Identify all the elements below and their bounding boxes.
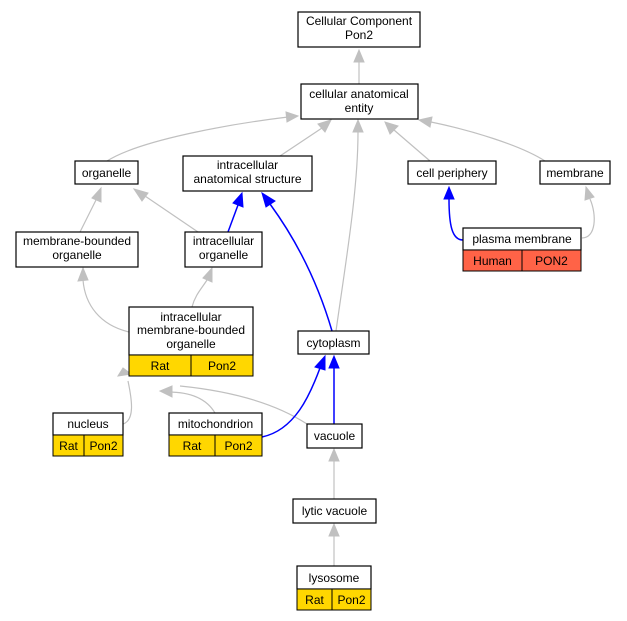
- edge-membrane-to-entity: [430, 121, 546, 162]
- node-intracellular-organelle[interactable]: intracellular organelle: [184, 231, 263, 268]
- arrowhead-icon: [261, 191, 276, 208]
- edge-imbo-to-io: [191, 279, 208, 308]
- edge-mbo-to-organelle: [79, 199, 97, 233]
- node-label: mitochondrion: [178, 417, 253, 431]
- arrowhead-icon: [116, 367, 133, 377]
- gene-label: Pon2: [208, 359, 236, 373]
- edge-pm-to-membrane: [581, 198, 595, 239]
- node-lysosome[interactable]: lysosome Rat Pon2: [296, 565, 372, 611]
- edge-io-to-organelle: [144, 195, 199, 233]
- species-label: Human: [473, 254, 512, 268]
- gene-cell: [214, 434, 263, 457]
- node-label: organelle: [166, 337, 216, 351]
- edge-organelle-to-entity: [106, 116, 289, 162]
- node-plasma-membrane[interactable]: plasma membrane Human PON2: [462, 227, 582, 272]
- node-cytoplasm[interactable]: cytoplasm: [297, 330, 370, 355]
- node-label: intracellular: [217, 158, 278, 172]
- gene-cell: [83, 434, 124, 457]
- node-label: Pon2: [345, 28, 373, 42]
- edge-cellperiphery-to-entity: [393, 129, 431, 162]
- node-label: vacuole: [314, 429, 356, 443]
- node-label: cell periphery: [416, 166, 487, 180]
- arrowhead-icon: [91, 186, 102, 203]
- gene-label: PON2: [535, 254, 568, 268]
- edge-pm-to-cellperiphery: [448, 198, 464, 241]
- arrowhead-icon: [314, 354, 326, 371]
- node-cell-periphery[interactable]: cell periphery: [407, 160, 497, 185]
- node-lytic-vacuole[interactable]: lytic vacuole: [292, 498, 377, 524]
- arrowhead-icon: [443, 185, 455, 200]
- arrowhead-icon: [232, 191, 244, 208]
- node-label: intracellular: [160, 310, 221, 324]
- edge-cytoplasm-to-ias: [269, 203, 333, 332]
- node-label: entity: [345, 101, 374, 115]
- node-vacuole[interactable]: vacuole: [306, 423, 363, 449]
- node-label: membrane: [546, 166, 604, 180]
- arrowhead-icon: [328, 522, 340, 537]
- species-label: Rat: [183, 439, 202, 453]
- gene-label: Pon2: [89, 439, 117, 453]
- arrowhead-icon: [328, 447, 340, 462]
- gene-cell: [521, 249, 582, 272]
- node-label: organelle: [82, 166, 132, 180]
- edge-imbo-to-mbo: [82, 279, 130, 333]
- node-label: membrane-bounded: [23, 234, 131, 248]
- edge-mito-to-imbo: [167, 391, 216, 414]
- arrowhead-icon: [317, 119, 332, 133]
- edge-cytoplasm-to-entity: [335, 131, 359, 332]
- arrowhead-icon: [584, 185, 595, 201]
- node-label: organelle: [199, 248, 249, 262]
- edge-nucleus-to-imbo: [122, 380, 133, 425]
- arrowhead-icon: [328, 354, 340, 369]
- species-label: Rat: [151, 359, 170, 373]
- gene-label: Pon2: [337, 593, 365, 607]
- node-label: Cellular Component: [306, 14, 413, 28]
- arrowhead-icon: [202, 266, 213, 283]
- arrowhead-icon: [285, 111, 300, 123]
- arrowhead-icon: [352, 118, 364, 133]
- node-label: intracellular: [193, 234, 254, 248]
- node-label: membrane-bounded: [137, 323, 245, 337]
- arrowhead-icon: [132, 188, 149, 202]
- species-label: Rat: [305, 593, 324, 607]
- edge-mito-to-cytoplasm: [261, 367, 321, 438]
- gene-cell: [190, 354, 254, 377]
- node-label: organelle: [52, 248, 102, 262]
- node-mitochondrion[interactable]: mitochondrion Rat Pon2: [168, 412, 263, 457]
- node-label: cellular anatomical: [309, 87, 408, 101]
- arrowhead-icon: [158, 385, 173, 398]
- edge-io-to-ias: [227, 204, 239, 233]
- node-membrane[interactable]: membrane: [539, 160, 611, 185]
- node-label: lysosome: [309, 571, 360, 585]
- arrowhead-icon: [384, 121, 399, 135]
- node-intracellular-membrane-bounded-organelle[interactable]: intracellular membrane-bounded organelle…: [128, 306, 254, 377]
- species-label: Rat: [59, 439, 78, 453]
- node-organelle[interactable]: organelle: [74, 160, 139, 185]
- gene-cell: [331, 588, 372, 611]
- node-membrane-bounded-organelle[interactable]: membrane-bounded organelle: [15, 231, 139, 268]
- node-root[interactable]: Cellular Component Pon2: [297, 11, 421, 48]
- node-cellular-anatomical-entity[interactable]: cellular anatomical entity: [300, 83, 419, 120]
- edges: [77, 48, 595, 566]
- gene-label: Pon2: [224, 439, 252, 453]
- edge-ias-to-entity: [279, 127, 323, 157]
- arrowhead-icon: [417, 116, 433, 128]
- arrowhead-icon: [77, 266, 89, 282]
- arrowhead-icon: [353, 48, 365, 63]
- node-intracellular-anatomical-structure[interactable]: intracellular anatomical structure: [182, 155, 313, 192]
- node-label: lytic vacuole: [302, 504, 368, 518]
- node-nucleus[interactable]: nucleus Rat Pon2: [52, 412, 124, 457]
- node-label: nucleus: [67, 417, 108, 431]
- node-label: anatomical structure: [193, 172, 301, 186]
- node-label: plasma membrane: [472, 232, 572, 246]
- node-label: cytoplasm: [306, 336, 360, 350]
